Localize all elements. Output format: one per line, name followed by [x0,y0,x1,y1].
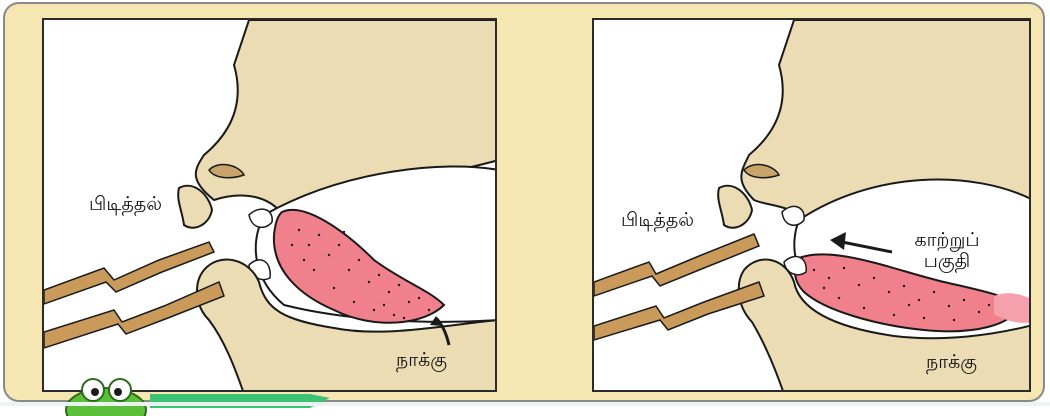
illustration-frame: பிடித்தல் நாக்கு [3,2,1045,402]
upper-tooth [249,209,272,227]
left-holding-label: பிடித்தல் [89,194,162,215]
air-region-label-line2: பகுதி [902,251,992,272]
tube-lower [594,282,764,340]
tube-upper [594,234,759,296]
left-illustration-panel: பிடித்தல் நாக்கு [42,18,497,392]
right-illustration-panel: பிடித்தல் காற்றுப் பகுதி நாக்கு [592,18,1031,392]
upper-tooth [782,206,804,225]
left-tongue-label: நாக்கு [396,350,447,371]
air-region-label: காற்றுப் பகுதி [902,230,992,272]
right-holding-label: பிடித்தல் [621,210,694,231]
right-mouth-drawing [594,20,1031,392]
bottom-strip [0,402,1050,406]
air-region-label-line1: காற்றுப் [902,230,992,251]
right-tongue-label: நாக்கு [926,352,977,373]
frog-mascot-icon [60,376,152,416]
